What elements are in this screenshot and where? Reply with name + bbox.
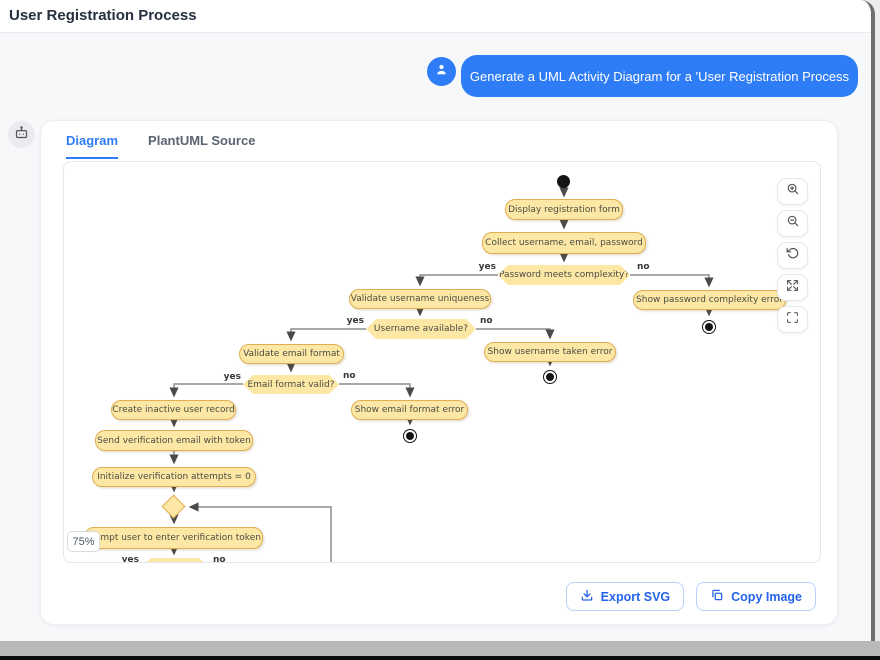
diagram-edges [169,187,714,562]
tab-plantuml-source[interactable]: PlantUML Source [148,133,256,148]
end-node-email [403,429,417,443]
download-icon [580,588,594,605]
fullscreen-button[interactable] [777,306,808,333]
zoom-out-icon [786,214,800,233]
user-avatar [427,57,456,86]
decision-password-complexity: Password meets complexity? [498,265,630,285]
activity-show-password-error: Show password complexity error [633,290,786,310]
activity-collect: Collect username, email, password [482,232,646,254]
start-node [557,175,570,188]
zoom-level-badge: 75% [67,531,100,552]
branch-label-no: no [480,316,493,326]
user-icon [434,62,449,82]
bot-avatar [8,121,35,148]
branch-label-no: no [637,262,650,272]
page-title: User Registration Process [9,7,197,24]
copy-image-label: Copy Image [731,589,802,604]
robot-icon [14,125,29,145]
window-bottom-edge [0,656,880,660]
tab-diagram[interactable]: Diagram [66,133,119,159]
decision-email-valid: Email format valid? [243,375,339,394]
app-surface: User Registration Process Generate a UML… [0,0,875,641]
branch-label-no: no [343,371,356,381]
zoom-controls [777,178,808,333]
activity-prompt-token: Prompt user to enter verification token [84,527,263,549]
end-node-password [702,320,716,334]
activity-show-email-error: Show email format error [351,400,468,420]
export-svg-label: Export SVG [600,589,671,604]
activity-display-form: Display registration form [505,199,623,220]
zoom-in-button[interactable] [777,178,808,205]
activity-validate-email: Validate email format [239,344,344,364]
decision-token-valid: Token valid? [141,558,209,563]
reset-view-button[interactable] [777,242,808,269]
export-svg-button[interactable]: Export SVG [565,582,685,611]
activity-create-user: Create inactive user record [111,400,236,420]
branch-label-yes: yes [121,555,139,563]
end-node-username [543,370,557,384]
chat-message-bubble: Generate a UML Activity Diagram for a 'U… [461,55,858,97]
branch-label-yes: yes [478,262,496,272]
branch-label-yes: yes [346,316,364,326]
window-bottom-bar [0,641,880,656]
activity-show-username-error: Show username taken error [484,342,616,362]
diagram-canvas[interactable]: Display registration form Collect userna… [63,161,821,563]
activity-send-verification: Send verification email with token [95,430,253,451]
activity-validate-username: Validate username uniqueness [349,289,491,309]
footer-actions: Export SVG Copy Image [565,582,816,611]
zoom-out-button[interactable] [777,210,808,237]
page-header: User Registration Process [0,0,871,33]
copy-icon [710,588,724,605]
expand-button[interactable] [777,274,808,301]
branch-label-no: no [213,555,226,563]
copy-image-button[interactable]: Copy Image [696,582,816,611]
diagram-card: Diagram PlantUML Source [40,120,838,625]
reset-icon [786,246,800,265]
zoom-in-icon [786,182,800,201]
decision-username-available: Username available? [366,319,476,339]
branch-label-yes: yes [223,372,241,382]
activity-init-attempts: Initialize verification attempts = 0 [92,467,256,487]
expand-icon [786,279,799,297]
tab-bar: Diagram PlantUML Source [66,133,255,159]
fullscreen-icon [786,311,799,329]
